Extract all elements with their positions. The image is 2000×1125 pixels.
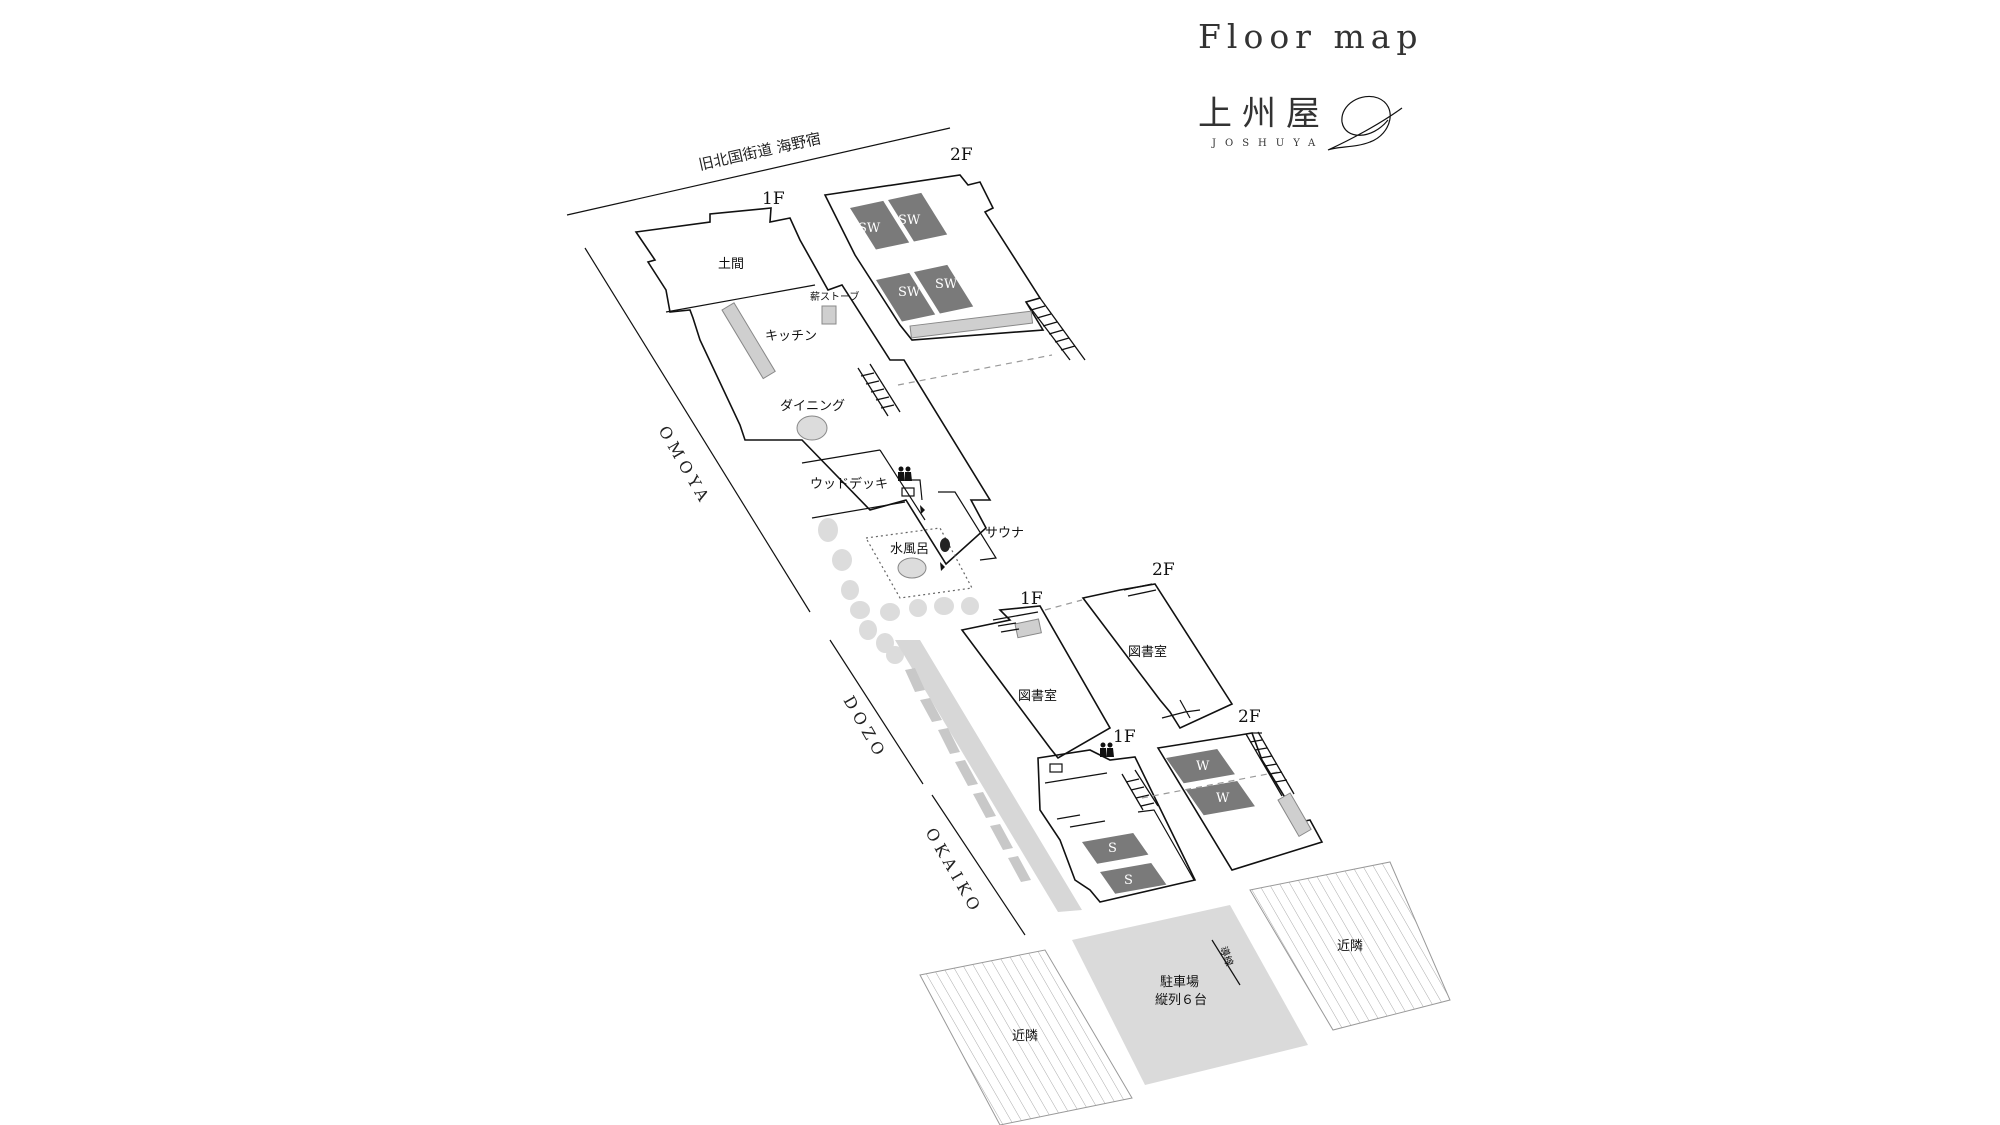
okaiko-2f-building: W W 2F [1156,707,1324,871]
shower-icon-2 [940,562,945,571]
toilet-icon [898,466,912,481]
paved-path [895,640,1082,912]
toilet-icon-2 [1100,742,1114,757]
sauna-stove [940,538,950,552]
logo-swirl-icon [1327,95,1403,151]
zone-boundary-lines [584,247,1026,936]
dining-table [796,415,828,441]
dozo-1f-counter [1014,618,1042,639]
bed-sw-1: SW [850,200,910,250]
svg-text:S: S [1124,873,1133,888]
dozo-2f-label: 2F [1152,560,1175,580]
parking-capacity: 縦列６台 [1155,993,1207,1008]
kitchen-counter [721,302,776,380]
okaiko-stair [1121,769,1159,811]
neighbor-left: 近隣 [919,949,1133,1125]
shower-icon [920,505,925,514]
svg-text:SW: SW [935,277,958,292]
omoya-1f-stair [857,363,901,417]
zone-label-omoya: OMOYA [655,423,716,509]
okaiko-2f-stair [1245,731,1295,797]
room-sauna: サウナ [985,526,1024,541]
logo-name-en: JOSHUYA [1211,138,1324,149]
room-mizuburo: 水風呂 [890,542,929,557]
room-dining: ダイニング [780,399,845,414]
neighbor-right-label: 近隣 [1337,938,1363,954]
stepping-stones [818,518,979,664]
dozo-1f-label: 1F [1020,589,1043,609]
logo-name-jp: 上州屋 [1198,94,1330,134]
dozo-1f-building: 1F 図書室 [960,589,1112,760]
parking-area: 導線 駐車場 縦列６台 [1072,905,1308,1085]
room-doma: 土間 [718,257,744,272]
neighbor-right: 近隣 [1249,861,1451,1031]
omoya-2f-counter [909,310,1034,339]
bed-sw-2: SW [888,192,948,242]
bed-s-1: S [1082,832,1149,864]
dozo-2f-stair [1123,583,1157,597]
bed-sw-3: SW [876,272,936,322]
room-stove: 薪ストーブ [810,290,859,303]
omoya-1f-label: 1F [762,189,785,209]
bed-w-1: W [1166,748,1235,784]
road-label: 旧北国街道 海野宿 [697,129,823,174]
bed-s-2: S [1100,862,1167,894]
okaiko-2f-counter [1277,792,1312,838]
okaiko-2f-label: 2F [1238,707,1261,727]
dozo-1f-stair [992,611,1039,633]
svg-text:SW: SW [898,213,921,228]
okaiko-1f-building: S S 1F [1037,727,1197,903]
room-library-2f: 図書室 [1128,644,1167,660]
bed-sw-4: SW [914,264,974,314]
room-kitchen: キッチン [765,329,817,344]
bed-w-2: W [1186,780,1255,816]
svg-text:SW: SW [858,221,881,236]
parking-label: 駐車場 [1160,975,1199,990]
omoya-2f-label: 2F [950,145,973,165]
svg-text:W: W [1216,791,1230,806]
dozo-2f-building: 2F 図書室 [1081,560,1234,730]
omoya-1f-building: 1F 土間 薪ストーブ キッチン ダイニング ウッドデッキ サウナ 水風呂 [634,189,1024,599]
zone-label-okaiko: OKAIKO [922,825,987,918]
omoya-2f-stair [1025,297,1086,361]
okaiko-1f-label: 1F [1113,727,1136,747]
svg-text:W: W [1196,759,1210,774]
room-library-1f: 図書室 [1018,688,1057,704]
page-title: Floor map [1198,17,1424,56]
room-wooddeck: ウッドデッキ [810,476,888,492]
omoya-2f-building: SW SW SW SW 2F [823,145,1086,417]
svg-text:SW: SW [898,285,921,300]
neighbor-left-label: 近隣 [1012,1028,1038,1044]
stove-block [821,305,837,325]
joshuya-logo: 上州屋 JOSHUYA [1198,94,1403,151]
mizuburo-tub [897,557,927,579]
svg-text:S: S [1108,841,1117,856]
zone-label-dozo: DOZO [840,693,892,763]
